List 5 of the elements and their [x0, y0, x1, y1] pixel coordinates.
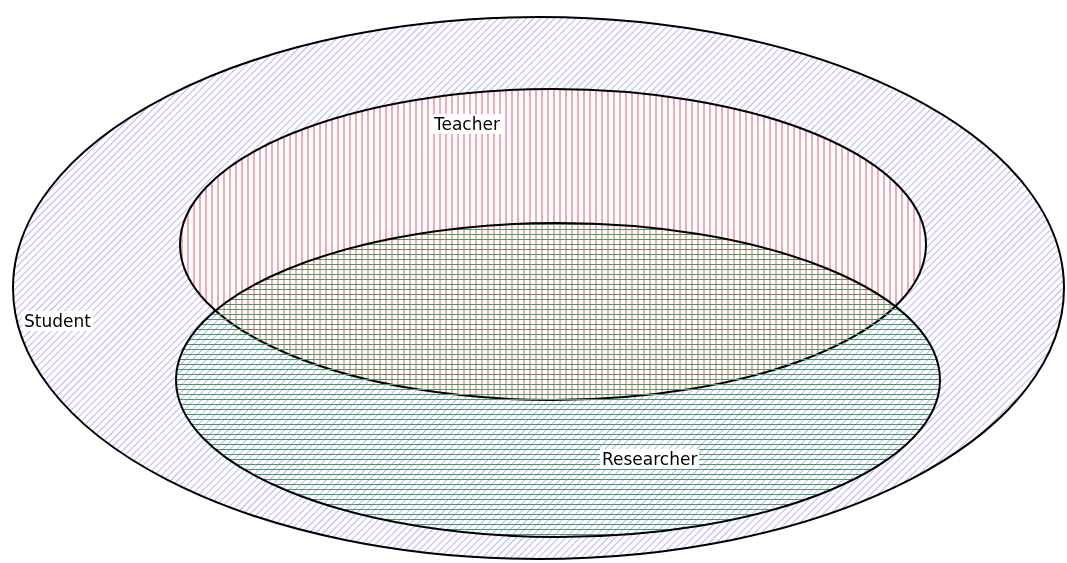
set-ellipse [12, 16, 1065, 560]
set-ellipse [175, 222, 941, 538]
set-label: Teacher [432, 114, 502, 134]
set-label: Student [22, 311, 93, 331]
set-label: Researcher [600, 449, 700, 469]
